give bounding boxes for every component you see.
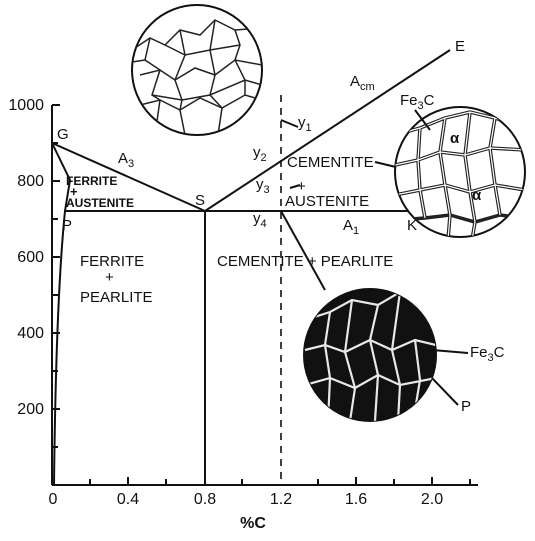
label-a3: A3 xyxy=(118,150,134,170)
svg-text:y1: y1 xyxy=(298,114,312,134)
x-tick-labels: 0 0.4 0.8 1.2 1.6 2.0 xyxy=(49,491,444,508)
ferrite-solvus-line xyxy=(51,142,72,212)
micrograph-pearlite xyxy=(303,288,437,422)
x-tick-label-2.0: 2.0 xyxy=(421,491,443,508)
x-tick-label-0.8: 0.8 xyxy=(194,491,216,508)
label-fe3c-top: Fe3C xyxy=(400,92,435,112)
svg-text:+: + xyxy=(70,184,78,199)
fe3c-bottom-pointer xyxy=(431,349,469,354)
marker-y1: y1 xyxy=(298,114,312,134)
svg-text:AUSTENITE: AUSTENITE xyxy=(66,196,134,210)
svg-text:y4: y4 xyxy=(253,210,267,230)
x-axis-label: %C xyxy=(240,515,266,532)
point-p: P xyxy=(62,217,72,234)
svg-text:CEMENTITE: CEMENTITE xyxy=(287,154,374,171)
region-cementite-austenite: CEMENTITE + AUSTENITE xyxy=(285,154,374,210)
x-ticks xyxy=(89,477,471,485)
y-tick-labels: 1000 800 600 400 200 xyxy=(8,97,44,418)
x-tick-label-1.2: 1.2 xyxy=(270,491,292,508)
region-cementite-pearlite: CEMENTITE + PEARLITE xyxy=(217,253,393,270)
point-s: S xyxy=(195,192,205,209)
marker-y3: y3 xyxy=(256,176,270,196)
svg-text:y2: y2 xyxy=(253,144,267,164)
p-pointer xyxy=(431,377,459,406)
svg-text:+: + xyxy=(297,178,306,195)
label-acm: Acm xyxy=(350,73,375,93)
ferrite-boundary-curve xyxy=(53,210,66,486)
point-k: K xyxy=(407,217,417,234)
acm-line xyxy=(204,49,451,212)
svg-text:Fe3C: Fe3C xyxy=(470,344,505,364)
svg-text:A1: A1 xyxy=(343,217,359,237)
svg-text:+: + xyxy=(105,269,114,286)
y3-pointer xyxy=(289,184,301,189)
micrograph-cementite-austenite: α α xyxy=(394,106,526,238)
svg-text:PEARLITE: PEARLITE xyxy=(80,289,153,306)
x-tick-label-0: 0 xyxy=(49,491,58,508)
svg-text:Acm: Acm xyxy=(350,73,375,93)
y-tick-label-600: 600 xyxy=(17,249,44,266)
label-p-micro: P xyxy=(461,398,471,415)
label-fe3c-bottom: Fe3C xyxy=(470,344,505,364)
y-tick-label-1000: 1000 xyxy=(8,97,44,114)
svg-text:FERRITE: FERRITE xyxy=(66,174,117,188)
y1-pointer xyxy=(280,119,299,128)
svg-text:FERRITE: FERRITE xyxy=(80,253,144,270)
a3-line xyxy=(51,142,206,212)
point-e: E xyxy=(455,38,465,55)
fe3c-top-pointer xyxy=(414,109,431,131)
svg-text:y3: y3 xyxy=(256,176,270,196)
label-a1: A1 xyxy=(343,217,359,237)
alpha-label-2: α xyxy=(472,187,482,204)
svg-text:A3: A3 xyxy=(118,150,134,170)
svg-text:Fe3C: Fe3C xyxy=(400,92,435,112)
x-tick-label-0.4: 0.4 xyxy=(117,491,139,508)
alpha-label-1: α xyxy=(450,130,460,147)
y-tick-label-200: 200 xyxy=(17,401,44,418)
marker-y4: y4 xyxy=(253,210,267,230)
y-tick-label-800: 800 xyxy=(17,173,44,190)
region-ferrite-pearlite: FERRITE + PEARLITE xyxy=(80,253,153,306)
pearlite-pointer xyxy=(280,210,326,291)
x-tick-label-1.6: 1.6 xyxy=(345,491,367,508)
micrograph-austenite xyxy=(131,4,263,136)
marker-y2: y2 xyxy=(253,144,267,164)
y-tick-label-400: 400 xyxy=(17,325,44,342)
point-g: G xyxy=(57,126,69,143)
region-ferrite-austenite: FERRITE + AUSTENITE xyxy=(66,174,134,210)
svg-text:AUSTENITE: AUSTENITE xyxy=(285,193,369,210)
